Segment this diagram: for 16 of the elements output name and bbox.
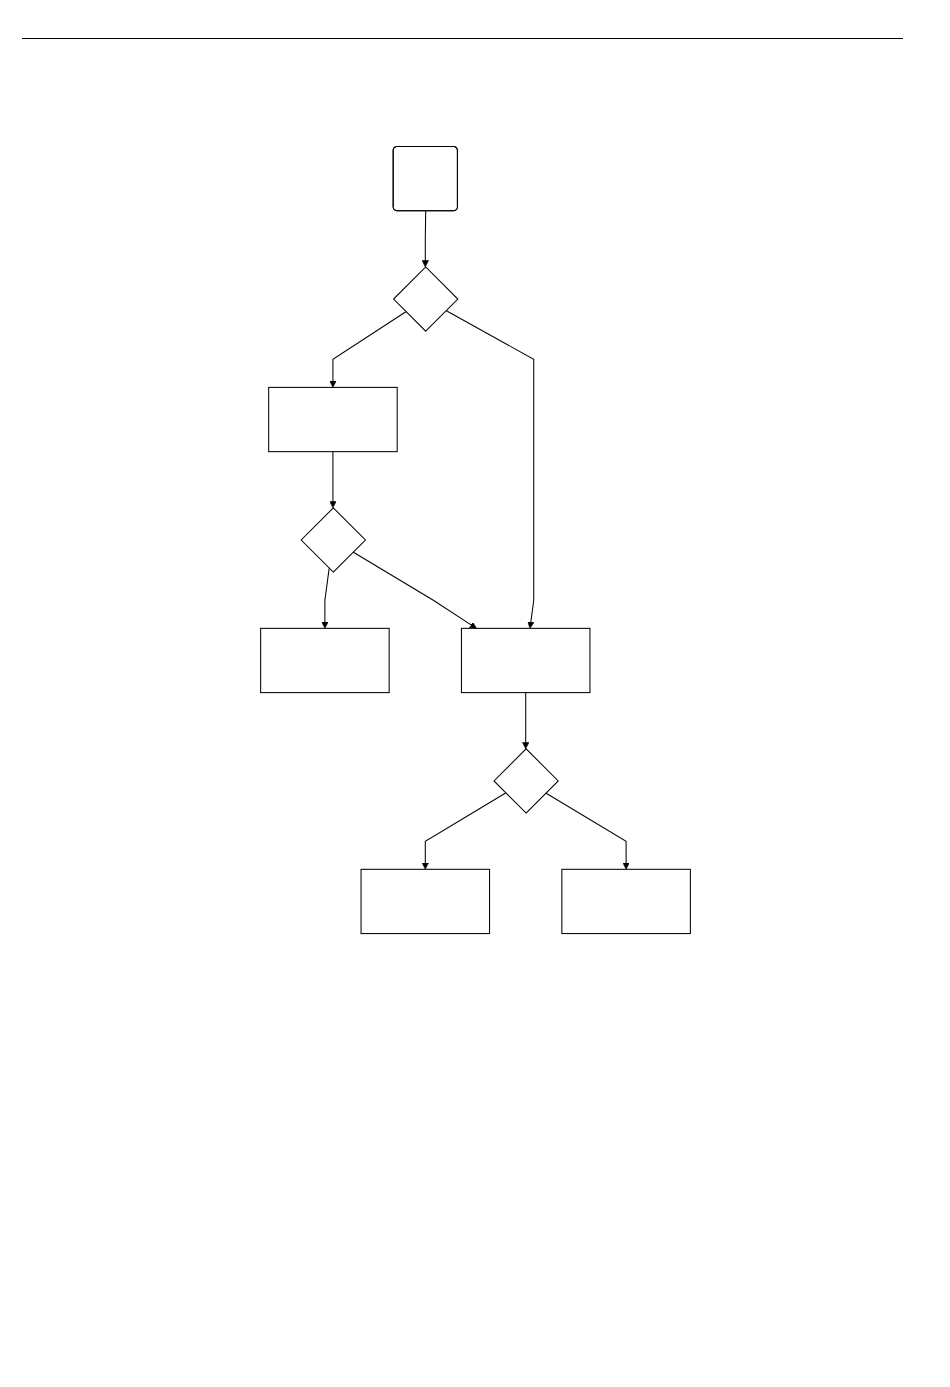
node-box — [267, 386, 398, 453]
node-box — [560, 868, 691, 935]
arrow — [521, 692, 529, 750]
arrow — [328, 311, 406, 388]
node-box — [360, 868, 490, 935]
arrow — [544, 792, 630, 870]
arrow — [352, 551, 477, 629]
arrow — [421, 210, 429, 268]
node-box — [460, 627, 590, 694]
node-box — [259, 627, 390, 694]
node-diamond — [392, 266, 459, 332]
node-diamond — [492, 748, 559, 814]
arrow — [421, 792, 506, 870]
arrow — [444, 310, 534, 629]
arrow — [328, 451, 336, 509]
node-diamond — [299, 507, 366, 573]
